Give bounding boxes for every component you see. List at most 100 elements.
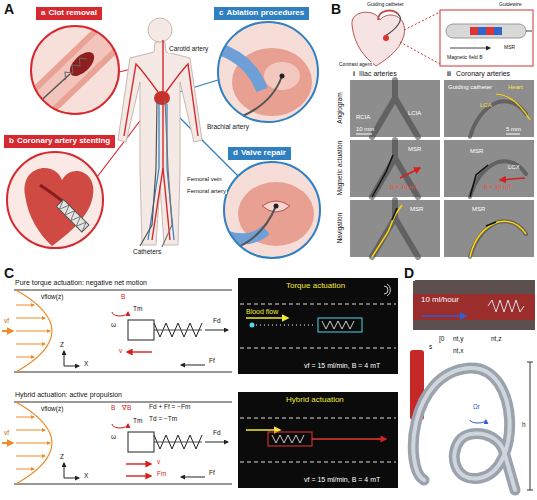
- force-label: Fd: [212, 318, 222, 325]
- symbol-label: ω: [110, 434, 117, 441]
- inset-title: Clot removal: [48, 9, 96, 18]
- row-heading: Navigation: [337, 212, 344, 245]
- image-annotation: Guiding catheter: [448, 84, 492, 91]
- inset-title: Valve repair: [241, 149, 286, 158]
- inset-letter: d: [233, 149, 238, 158]
- axis-label: Z: [59, 454, 65, 461]
- valve-repair-inset: [224, 162, 320, 258]
- symbol-label: vflow(z): [40, 406, 64, 413]
- symbol-label: vf: [3, 430, 10, 437]
- inset-letter: b: [9, 137, 14, 146]
- image-annotation: LCX: [508, 164, 520, 171]
- row-heading: Magnetic actuation: [337, 140, 344, 197]
- inset-title-band: aClot removal: [36, 7, 102, 20]
- symbol-label: Ωr: [472, 404, 481, 411]
- anatomy-label: Femoral artery: [186, 188, 227, 194]
- clot-removal-inset: [25, 22, 125, 118]
- column-heading: Coronary arteries: [455, 70, 511, 77]
- video-frame: Torque actuationBlood flow vf = 15 ml/min…: [238, 278, 398, 374]
- angiogram-panel: MSR LCX B = 10 mT: [444, 140, 534, 197]
- force-label: Ff: [208, 470, 216, 477]
- part-label: Guidewire: [498, 2, 523, 7]
- video-frames: [238, 278, 398, 488]
- vector-label: nt,x: [452, 348, 464, 355]
- helical-robot: [410, 280, 535, 490]
- anatomy-label: Femoral vein: [186, 176, 223, 182]
- dimension-label: s: [428, 344, 433, 351]
- anatomy-label: Catheters: [132, 249, 162, 256]
- row-heading: Angiogram: [337, 91, 344, 124]
- symbol-label: Tm: [132, 306, 143, 313]
- inset-title-band: bCoronary artery stenting: [4, 135, 115, 148]
- inset-title: Ablation procedures: [226, 9, 304, 18]
- column-number: ii: [446, 70, 452, 77]
- vector-label: nt,y: [452, 336, 464, 343]
- column-number: i: [352, 70, 356, 77]
- symbol-label: B: [120, 294, 126, 301]
- symbol-label: v: [156, 459, 161, 466]
- sub-heading: Hybrid actuation: active propulsion: [14, 391, 123, 398]
- image-annotation: 5 mm: [506, 126, 521, 133]
- image-annotation: 10 ml/hour: [421, 296, 459, 305]
- image-annotation: vf = 15 ml/min, B = 4 mT: [304, 476, 380, 484]
- stenting-inset: [7, 152, 103, 248]
- actuation-schematic: [2, 290, 232, 372]
- part-label: Magnetic field B: [446, 55, 484, 60]
- angiogram-panel: MSR B = 10 mT: [350, 140, 440, 197]
- angiogram-panel: MSR: [350, 200, 440, 257]
- equation: Td = −Tm: [148, 416, 178, 423]
- dimension-label: h: [521, 422, 527, 429]
- column-heading: Iliac arteries: [358, 70, 398, 77]
- axis-label: Z: [59, 342, 65, 349]
- anatomy-label: Carotid artery: [168, 46, 209, 53]
- image-annotation: B = 10 mT: [390, 184, 418, 191]
- image-annotation: B = 10 mT: [484, 184, 512, 191]
- image-annotation: Hybrid actuation: [286, 396, 344, 405]
- force-label: Ff: [208, 358, 216, 365]
- part-label: Contrast agent: [338, 62, 373, 67]
- panel-letter: A: [3, 2, 15, 17]
- robot-schematic: [352, 10, 533, 66]
- image-annotation: MSR: [410, 206, 423, 213]
- symbol-label: Tm: [132, 418, 143, 425]
- angiogram-panel: RCIA LCIA 10 mm: [350, 80, 440, 137]
- image-annotation: MSR: [470, 148, 483, 155]
- symbol-label: ω: [110, 322, 117, 329]
- image-annotation: MSR: [472, 206, 485, 213]
- vector-label: [0: [438, 336, 445, 343]
- inset-letter: a: [41, 9, 45, 18]
- image-annotation: MSR: [408, 146, 421, 153]
- symbol-label: vflow(z): [40, 294, 64, 301]
- inset-title-band: cAblation procedures: [214, 7, 309, 20]
- angiogram-panel: Guiding catheter HeartLCA 5 mm: [444, 80, 534, 137]
- part-label: MSR: [503, 45, 516, 50]
- equation: Fd + Ff = −Fm: [148, 404, 191, 411]
- image-annotation: LCA: [480, 102, 492, 109]
- ablation-inset: [216, 22, 318, 122]
- angiogram-images: [350, 80, 534, 257]
- inset-title: Coronary artery stenting: [17, 137, 110, 146]
- force-label: Fd: [212, 430, 222, 437]
- image-annotation: Blood flow: [246, 308, 278, 316]
- image-annotation: Torque actuation: [286, 282, 345, 291]
- image-annotation: vf = 15 ml/min, B = 4 mT: [304, 362, 380, 370]
- symbol-label: v: [118, 348, 123, 355]
- force-label: Fm: [156, 471, 167, 478]
- axis-label: X: [83, 473, 89, 480]
- image-annotation: LCIA: [408, 110, 421, 117]
- image-annotation: RCIA: [356, 114, 370, 121]
- part-label: Guiding catheter: [366, 2, 405, 7]
- panel-letter: D: [403, 266, 415, 281]
- symbol-label: ∇B: [121, 405, 132, 412]
- inset-title-band: dValve repair: [228, 147, 291, 160]
- image-annotation: Heart: [508, 84, 523, 91]
- video-frame: Hybrid actuation vf = 15 ml/min, B = 4 mT: [238, 392, 398, 488]
- photo-frame: 10 ml/hour: [413, 280, 535, 330]
- axis-label: X: [83, 361, 89, 368]
- symbol-label: B: [110, 405, 116, 412]
- vector-label: nt,z: [490, 336, 502, 343]
- panel-letter: B: [330, 2, 342, 17]
- image-annotation: 10 mm: [356, 126, 374, 133]
- symbol-label: vf: [3, 318, 10, 325]
- sub-heading: Pure torque actuation: negative net moti…: [14, 279, 148, 286]
